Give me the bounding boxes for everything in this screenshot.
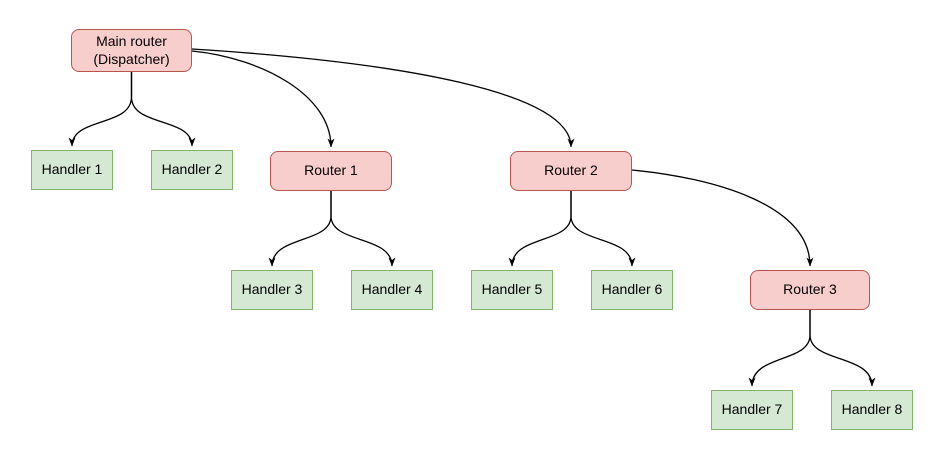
handler-8-node: Handler 8 — [831, 390, 913, 430]
edge-main-router-to-router-2 — [191, 48, 575, 148]
edge-router-2-to-router-3 — [631, 169, 814, 267]
handler-2-node: Handler 2 — [151, 150, 233, 190]
edge-router-2-to-handler-5 — [508, 191, 572, 267]
router-2-node: Router 2 — [510, 151, 632, 191]
router-3-node: Router 3 — [750, 270, 870, 310]
edge-router-1-to-handler-4 — [330, 191, 396, 267]
edge-router-3-to-handler-7 — [748, 310, 811, 387]
handler-4-node: Handler 4 — [351, 270, 433, 310]
handler-3-node: Handler 3 — [231, 270, 313, 310]
edge-main-router-to-handler-1 — [68, 72, 133, 147]
handler-6-node: Handler 6 — [591, 270, 673, 310]
edge-main-router-to-handler-2 — [130, 72, 196, 147]
handler-5-node: Handler 5 — [471, 270, 553, 310]
router-1-node: Router 1 — [270, 151, 392, 191]
edge-router-2-to-handler-6 — [570, 191, 636, 267]
handler-7-node: Handler 7 — [711, 390, 793, 430]
edge-main-router-to-router-1 — [191, 50, 335, 148]
edge-router-3-to-handler-8 — [809, 310, 876, 387]
edge-router-1-to-handler-3 — [268, 191, 332, 267]
handler-1-node: Handler 1 — [31, 150, 113, 190]
main-router-node: Main router (Dispatcher) — [71, 29, 192, 72]
